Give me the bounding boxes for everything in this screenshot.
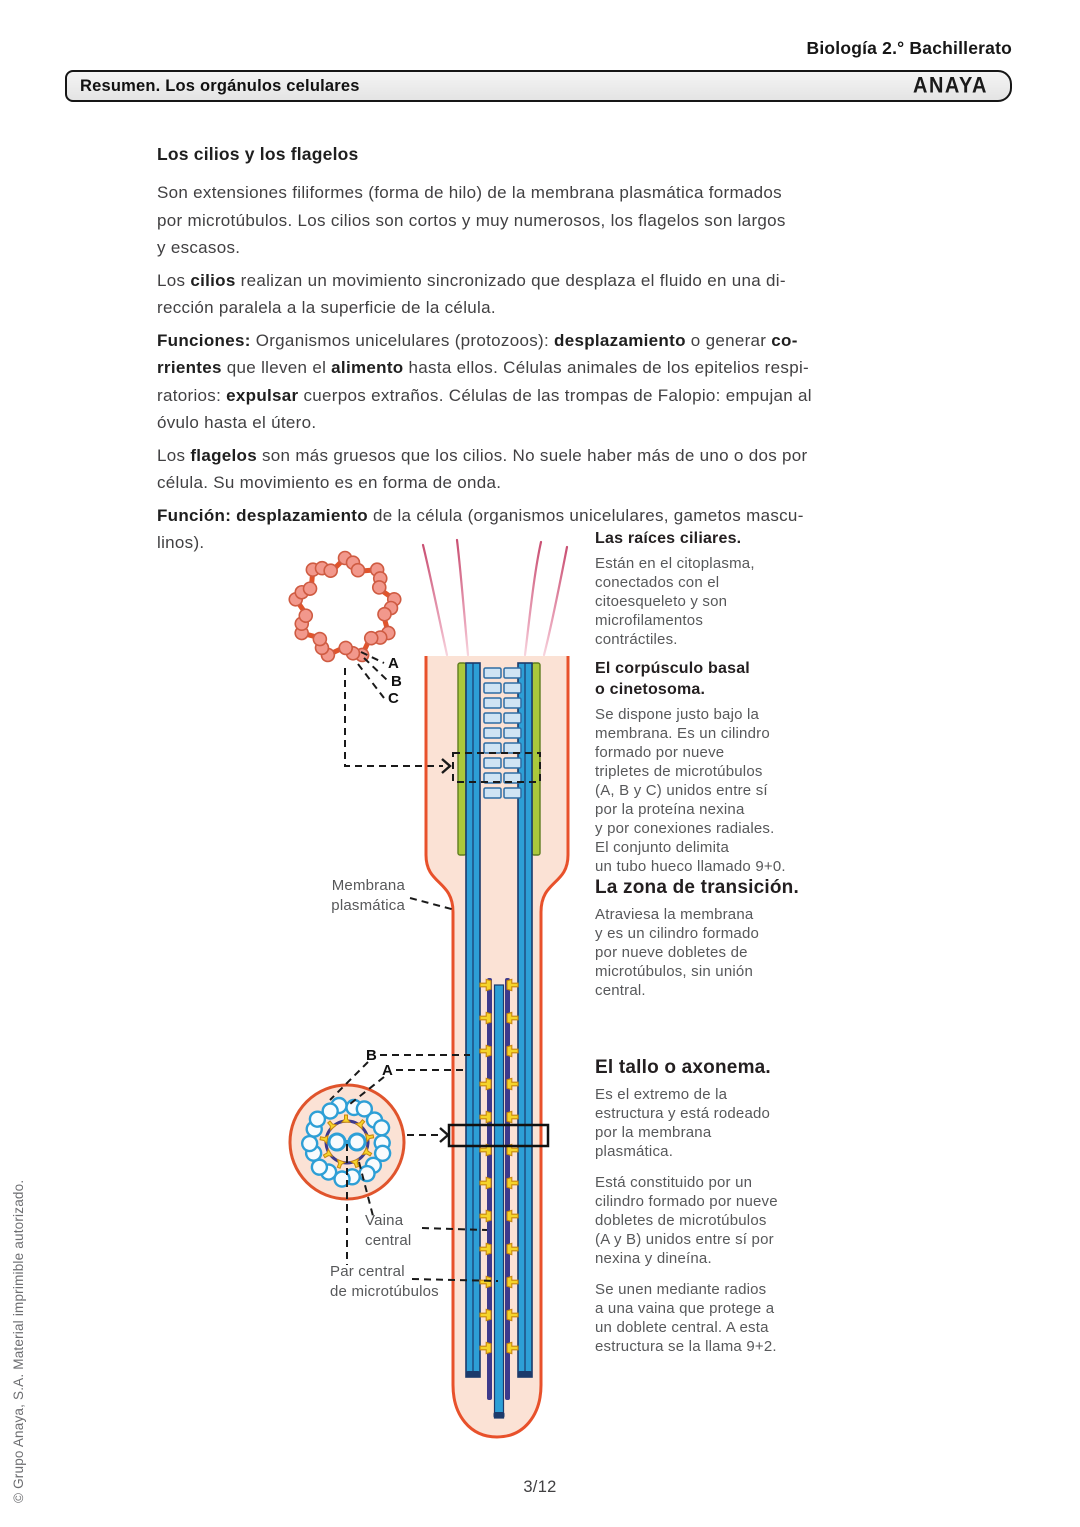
course-title: Biología 2.° Bachillerato — [806, 38, 1012, 58]
cilium-flagellum-diagram: A B C — [285, 535, 570, 1439]
paragraph-intro: Son extensiones filiformes (forma de hil… — [157, 183, 786, 257]
banner-title: Resumen. Los orgánulos celulares — [80, 76, 360, 95]
connector-arrowhead — [439, 1127, 450, 1143]
note-body: Están en el citoplasma,conectados con el… — [595, 555, 755, 648]
paragraph-functions: Funciones: Organismos unicelulares (prot… — [157, 330, 812, 433]
paragraph-flagella: Los flagelos son más gruesos que los cil… — [157, 445, 808, 493]
section-title: Los cilios y los flagelos — [157, 144, 359, 164]
axoneme-sample-box — [447, 1123, 550, 1148]
central-pair-label-line1: Par central — [330, 1263, 405, 1280]
triplet-label-a: A — [388, 655, 399, 672]
triplet-label-lines — [357, 651, 388, 699]
central-sheath-label-lines — [358, 1161, 488, 1231]
copyright-side-note: © Grupo Anaya, S.A. Material imprimible … — [11, 1179, 26, 1503]
note-title: Las raíces ciliares. — [595, 530, 742, 547]
note-transition-zone: La zona de transición. Atraviesa la memb… — [595, 876, 925, 1000]
ring-to-basal-connector — [344, 668, 443, 767]
doublet-label-lines — [329, 1054, 470, 1105]
membrane-label-line1: Membrana — [332, 877, 406, 894]
doublet-label-a: A — [382, 1062, 393, 1079]
central-pair-label-line2: de microtúbulos — [330, 1283, 439, 1300]
note-ciliary-roots: Las raíces ciliares. Están en el citopla… — [595, 528, 925, 649]
connector-arrowhead — [441, 758, 452, 774]
paragraph-cilia-movement: Los cilios realizan un movimiento sincro… — [157, 270, 786, 318]
note-title: El tallo o axonema. — [595, 1057, 771, 1078]
main-text-column: Los cilios y los flagelos Son extensione… — [157, 144, 923, 562]
doublet-label-b: B — [366, 1047, 377, 1064]
header-banner: Resumen. Los orgánulos celulares ANAYA — [65, 70, 1012, 102]
central-sheath-label-line1: Vaina — [365, 1212, 404, 1229]
plasma-membrane-outline — [424, 656, 570, 1439]
central-sheath-label-line2: central — [365, 1232, 411, 1249]
axoneme-cross-section — [288, 1083, 406, 1201]
anaya-logo: ANAYA — [913, 73, 988, 98]
membrane-label-line — [409, 897, 456, 911]
central-pair-label-lines — [346, 1144, 499, 1282]
basal-body-cross-section-ring — [285, 550, 405, 669]
page-number: 3/12 — [523, 1478, 557, 1496]
ciliary-roots-filaments — [421, 535, 569, 657]
paragraph-flagella-function: Función: desplazamiento de la célula (or… — [157, 505, 804, 553]
note-title: La zona de transición. — [595, 877, 799, 898]
triplet-label-b: B — [391, 673, 402, 690]
triplet-label-c: C — [388, 690, 399, 707]
membrane-label-line2: plasmática — [331, 897, 405, 914]
basal-body-dashed-box — [452, 752, 541, 783]
